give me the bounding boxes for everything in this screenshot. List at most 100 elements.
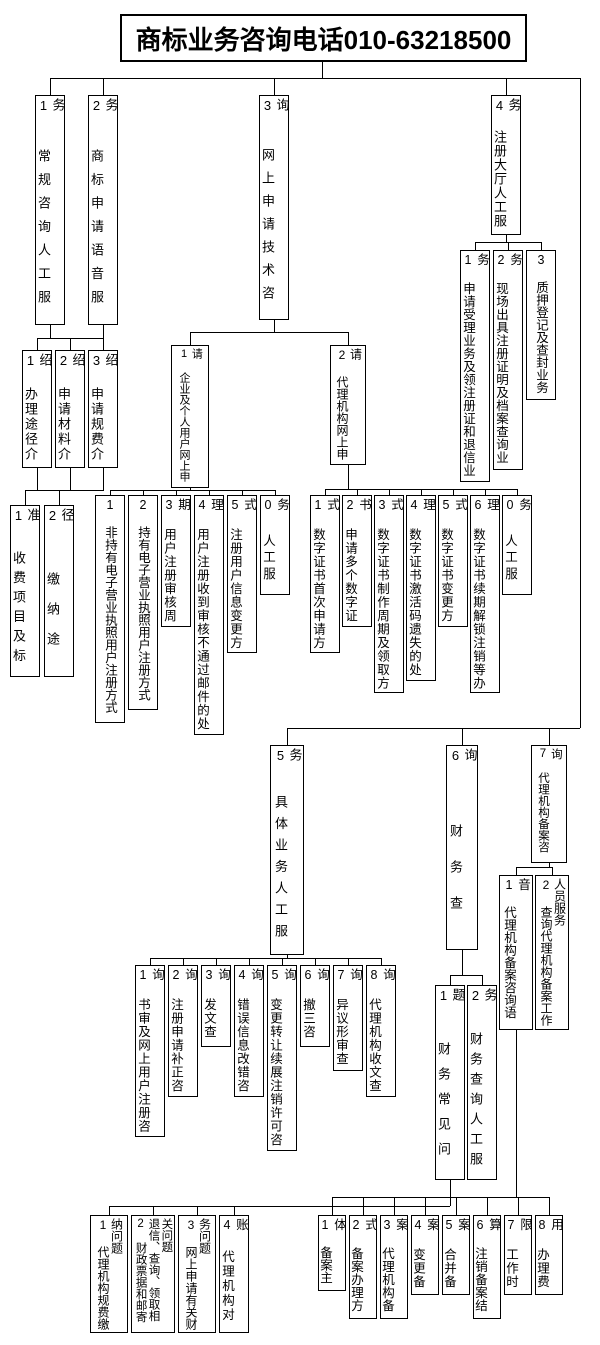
node-consult-2-materials: 2 申请材料介绍 — [55, 350, 85, 468]
node-tier2-7-filing-consult: 7 代理机构备案咨询 — [531, 745, 567, 863]
node-label: 1 财务常见问题 — [436, 988, 465, 1167]
connector-line — [322, 62, 323, 78]
node-label: 5 合并备案 — [442, 1218, 470, 1289]
connector-line — [516, 867, 552, 868]
node-filing-voice-2-method: 2 备案办理方式 — [349, 1215, 377, 1319]
node-label: 4 用户注册收到审核不通过邮件的处理 — [195, 498, 223, 731]
connector-line — [287, 728, 580, 729]
node-label: 1 代理机构备案咨询语音 — [502, 878, 530, 1019]
node-main-2-voice-service: 2 商标申请语音服务 — [88, 95, 118, 325]
node-finfaq-3-online-finance: 3 网上申请有关财务问题 — [178, 1215, 216, 1333]
node-consult-3-fees: 3 申请规费介绍 — [88, 350, 118, 468]
node-tier2-5-business-service: 5 具体业务人工服务 — [270, 745, 304, 955]
node-label: 7 代理机构备案咨询 — [537, 748, 562, 853]
node-label: 4 错误信息改错咨询 — [235, 968, 263, 1093]
connector-line — [153, 1206, 154, 1215]
node-label: 6 数字证书续期解锁注销等办理 — [471, 498, 499, 690]
connector-line — [190, 332, 349, 333]
node-label: 6 财务查询 — [448, 748, 478, 932]
connector-line — [506, 78, 507, 95]
node-filing-voice-7-time-limit: 7 工作时限 — [504, 1215, 532, 1295]
connector-line — [197, 1206, 198, 1215]
node-label: 3 网上申请有关财务问题 — [184, 1218, 212, 1330]
node-label: 0 人工服务 — [503, 498, 531, 584]
connector-line — [109, 1206, 110, 1215]
node-finance-1-faq: 1 财务常见问题 — [435, 985, 465, 1180]
node-label: 8 代理机构收文查询 — [367, 968, 395, 1093]
node-main-3-online-tech: 3 网上申请技术咨询 — [259, 95, 289, 320]
connector-line — [506, 235, 507, 242]
node-business-8-agency-docs: 8 代理机构收文查询 — [366, 965, 396, 1097]
node-agency-3-cert-cycle: 3 数字证书制作周期及领取方式 — [374, 495, 404, 693]
node-label: 1 申请受理业务及领注册证和退信业务 — [461, 253, 489, 477]
node-label: 2 申请材料介绍 — [56, 353, 85, 462]
node-label: 2 缴纳途径 — [45, 508, 74, 662]
connector-line — [70, 338, 71, 350]
connector-line — [216, 958, 217, 965]
node-label: 2 申请多个数字证书 — [343, 498, 371, 623]
connector-line — [450, 975, 451, 985]
connector-line — [50, 78, 581, 79]
node-label: 3 数字证书制作周期及领取方式 — [375, 498, 403, 690]
node-label: 6 注销备案结算 — [473, 1218, 501, 1312]
node-filing-1-voice: 1 代理机构备案咨询语音 — [499, 875, 533, 1030]
connector-line — [234, 1206, 235, 1215]
node-agency-1-cert-first: 1 数字证书首次申请方式 — [310, 495, 340, 653]
node-agency-6-cert-renew: 6 数字证书续期解锁注销等办理 — [470, 495, 500, 693]
connector-line — [150, 958, 151, 965]
connector-line — [475, 242, 476, 250]
node-label: 8 办理费用 — [535, 1218, 563, 1289]
node-finfaq-1-agency-fee: 1 代理机构规费缴纳问题 — [90, 1215, 128, 1333]
connector-line — [549, 863, 550, 867]
connector-line — [518, 1197, 519, 1215]
connector-line — [287, 728, 288, 745]
node-business-2-correction: 2 注册申请补正咨询 — [168, 965, 198, 1097]
node-label: 2 查询代理机构备案工作人员服务 — [539, 878, 567, 1026]
connector-line — [50, 325, 51, 338]
node-label: 3 申请规费介绍 — [89, 353, 118, 462]
connector-line — [50, 78, 51, 95]
connector-line — [110, 490, 276, 491]
connector-line — [176, 490, 177, 495]
node-label: 2 现场出具注册证明及档案查询业务 — [494, 253, 522, 464]
connector-line — [110, 490, 111, 495]
node-label: 2 注册申请补正咨询 — [169, 968, 197, 1093]
connector-line — [348, 958, 349, 965]
node-label: 3 代理机构备案 — [380, 1218, 408, 1312]
node-filing-voice-6-cancel: 6 注销备案结算 — [473, 1215, 501, 1319]
connector-line — [183, 958, 184, 965]
node-personal-1-no-license: 1 非持有电子营业执照用户注册方式 — [95, 495, 125, 723]
node-label: 1 数字证书首次申请方式 — [311, 498, 339, 650]
node-label: 5 注册用户信息变更方式 — [228, 498, 256, 650]
node-consult-1-channels: 1 办理途径介绍 — [22, 350, 52, 468]
node-label: 1 非持有电子营业执照用户注册方式 — [103, 498, 117, 714]
connector-line — [394, 1197, 395, 1215]
node-tier2-6-finance-query: 6 财务查询 — [446, 745, 478, 950]
connector-line — [242, 490, 243, 495]
connector-line — [275, 490, 276, 495]
node-filing-voice-5-merge: 5 合并备案 — [442, 1215, 470, 1295]
node-filing-voice-3-agency: 3 代理机构备案 — [380, 1215, 408, 1319]
connector-line — [274, 320, 275, 332]
node-label: 7 工作时限 — [504, 1218, 532, 1289]
node-hall-3-pledge: 3 质押登记及查封业务 — [526, 250, 556, 400]
connector-line — [332, 1197, 549, 1198]
connector-line — [103, 338, 104, 350]
node-label: 2 商标申请语音服务 — [89, 98, 118, 314]
node-label: 1 备案主体 — [318, 1218, 346, 1284]
connector-line — [348, 465, 349, 489]
node-filing-voice-8-fees: 8 办理费用 — [535, 1215, 563, 1295]
connector-line — [425, 1197, 426, 1215]
node-label: 5 具体业务人工服务 — [273, 748, 303, 946]
node-finfaq-4-agency-account: 4 代理机构对账 — [219, 1215, 249, 1333]
connector-line — [25, 490, 26, 505]
connector-line — [421, 489, 422, 495]
connector-line — [549, 1197, 550, 1215]
node-main-1-regular-consult: 1 常规咨询人工服务 — [35, 95, 65, 325]
node-hall-2-onsite-cert: 2 现场出具注册证明及档案查询业务 — [493, 250, 523, 470]
connector-line — [363, 1197, 364, 1215]
node-label: 2 备案办理方式 — [349, 1218, 377, 1312]
connector-line — [381, 958, 382, 965]
connector-line — [209, 490, 210, 495]
connector-line — [103, 325, 104, 338]
